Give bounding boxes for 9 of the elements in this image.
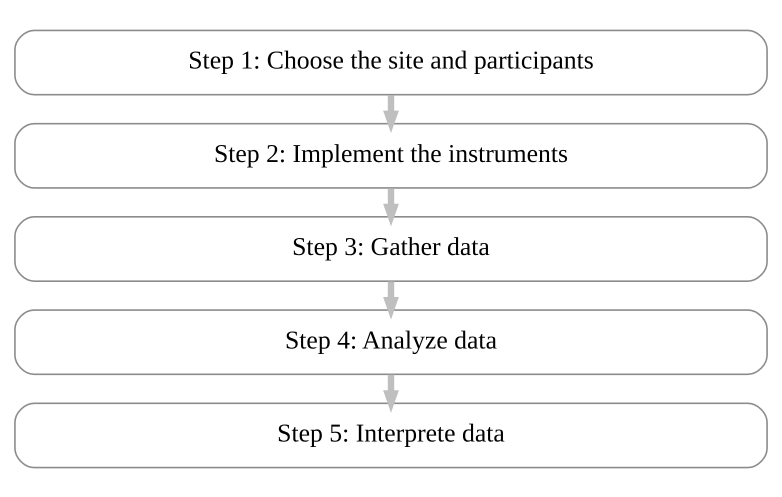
- arrow: [383, 188, 399, 226]
- arrow: [383, 281, 399, 320]
- node-box: Step 3: Gather data: [14, 216, 768, 282]
- arrow: [383, 94, 399, 133]
- node-box: Step 2: Implement the instruments: [14, 122, 768, 188]
- arrow: [383, 374, 399, 412]
- node-box: Step 4: Analyze data: [14, 308, 768, 375]
- node-box: Step 5: Interprete data: [14, 402, 768, 468]
- node-box: Step 1: Choose the site and participants: [14, 29, 768, 96]
